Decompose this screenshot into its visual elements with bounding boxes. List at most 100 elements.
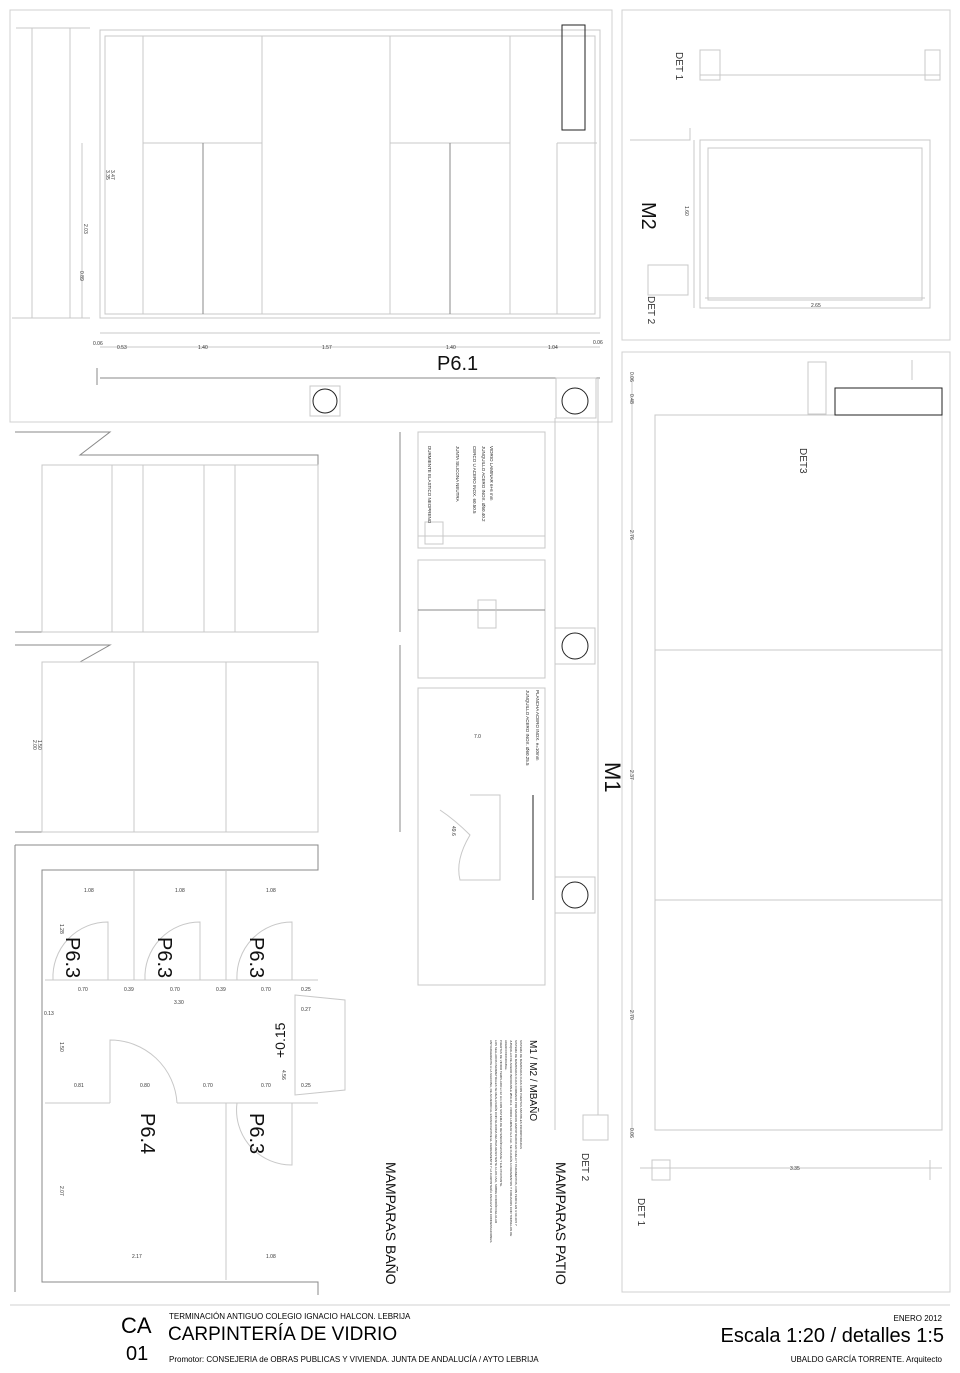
column-icons <box>309 377 597 419</box>
detail-dim-a: 7.0 <box>474 734 481 740</box>
m1-height-1: 0.48 <box>628 394 634 404</box>
svg-text:JUNQUILLO ACERO INOX. Ø50.40.2: JUNQUILLO ACERO INOX. Ø50.40.2 <box>481 446 486 522</box>
m2-label: M2 <box>637 202 659 230</box>
m2-det2: DET 2 <box>645 296 656 325</box>
svg-text:JUNQUILLO DE ACERO INOXIDABLE: JUNQUILLO DE ACERO INOXIDABLE Ø50.40.2. … <box>509 1040 513 1236</box>
m1-det2: DET 2 <box>579 1153 590 1182</box>
bano-top-dim-2: 1.08 <box>266 888 276 894</box>
bano-side-dim: 0.27 <box>301 1007 311 1013</box>
bano-elev-dim-0: 2.00 <box>31 740 37 750</box>
bano-row1-dim: 0.39 <box>216 987 226 993</box>
svg-text:DURMIENTE ELASTICO NEOPRENO: DURMIENTE ELASTICO NEOPRENO <box>427 446 432 524</box>
svg-text:CERCO U ACERO INOX. 60.50.5: CERCO U ACERO INOX. 60.50.5 <box>472 446 477 514</box>
promoter: Promotor: CONSEJERIA de OBRAS PUBLICAS Y… <box>169 1355 539 1364</box>
author: UBALDO GARCÍA TORRENTE. Arquitecto <box>790 1355 942 1364</box>
m1-plan <box>554 378 609 1141</box>
bano-row1-dim: 0.70 <box>170 987 180 993</box>
bano-elevations <box>15 431 401 833</box>
p61-dim-0: 0.06 <box>93 341 103 347</box>
bano-row2-dim: 0.70 <box>203 1083 213 1089</box>
bano-side-dim: 1.50 <box>58 1042 64 1052</box>
svg-text:PLANCHA ACERO INOX. e=10mm: PLANCHA ACERO INOX. e=10mm <box>535 690 540 761</box>
p61-height-1: 3.47 <box>109 170 115 180</box>
date: ENERO 2012 <box>893 1314 942 1323</box>
detail-boxes <box>417 431 546 986</box>
spec-title: M1 / M2 / MBAÑO <box>527 1040 540 1121</box>
m1-height-0: 0.06 <box>628 372 634 382</box>
svg-text:LOS SELLADOS PERIMETRALES SE R: LOS SELLADOS PERIMETRALES SE REALIZARÁN … <box>494 1040 499 1224</box>
detail-dim-b: 49.6 <box>450 826 456 836</box>
svg-text:ANTIADHERENTE A LA SILICONA, D: ANTIADHERENTE A LA SILICONA, DE ACUERDO … <box>489 1040 493 1243</box>
svg-text:ACERO INOXIDABLE.: ACERO INOXIDABLE. <box>504 1040 508 1071</box>
floor-level: +0.15 <box>272 1022 288 1058</box>
spec-block: M1 / M2 / MBAÑO SISTEMA DE MAMPARAS FIJA… <box>489 1040 540 1243</box>
bano-row2-dim: 0.70 <box>261 1083 271 1089</box>
door-p63-3: P6.3 <box>245 937 267 978</box>
m1-height-4: 2.70 <box>628 1010 634 1020</box>
p61-dim-2: 1.40 <box>198 345 208 351</box>
bano-side-dim: 2.07 <box>58 1186 64 1196</box>
sheet-number: 01 <box>126 1343 149 1365</box>
door-p63-1: P6.3 <box>61 937 83 978</box>
bano-bottom-dim: 1.08 <box>266 1254 276 1260</box>
bano-side-dim: 1.28 <box>58 924 64 934</box>
p61-dim-1: 0.53 <box>117 345 127 351</box>
p61-label: P6.1 <box>437 353 478 375</box>
bano-side-dim: 4.56 <box>280 1070 286 1080</box>
m1-height-5: 0.06 <box>628 1128 634 1138</box>
m1-label: M1 <box>600 762 625 793</box>
m2-height: 1.60 <box>683 206 689 216</box>
bano-row2-dim: 0.25 <box>301 1083 311 1089</box>
project-name: TERMINACIÓN ANTIGUO COLEGIO IGNACIO HALC… <box>169 1312 411 1321</box>
m1-det1: DET 1 <box>635 1198 646 1227</box>
m1-height-2: 2.76 <box>628 530 634 540</box>
bano-elev-dim-1: 1.50 <box>36 740 42 750</box>
svg-text:JUNTA SILICONA NEUTRA: JUNTA SILICONA NEUTRA <box>455 446 460 502</box>
svg-text:VIDRIO LAMINAR 6+6 mm: VIDRIO LAMINAR 6+6 mm <box>489 446 494 501</box>
p61-dim-3: 1.57 <box>322 345 332 351</box>
panel-frames <box>9 9 951 1306</box>
bano-row1-dim: 0.39 <box>124 987 134 993</box>
detail-notes-a: VIDRIO LAMINAR 6+6 mm JUNQUILLO ACERO IN… <box>427 446 494 524</box>
drawing-title: CARPINTERÍA DE VIDRIO <box>168 1324 398 1345</box>
m1-height-3: 2.37 <box>628 770 634 780</box>
mamparas-patio-title: MAMPARAS PATIO <box>553 1162 569 1285</box>
bano-bottom-dim: 2.17 <box>132 1254 142 1260</box>
bano-row2-dim: 0.80 <box>140 1083 150 1089</box>
mamparas-bano-title: MAMPARAS BAÑO <box>383 1162 399 1285</box>
p61-height-2: 2.03 <box>82 224 88 234</box>
bano-row1-dim: 0.70 <box>78 987 88 993</box>
m1-elevation <box>631 360 943 1181</box>
p61-height-0: 3.35 <box>104 170 110 180</box>
svg-text:SISTEMA DE MAMPARAS FIJAS CON: SISTEMA DE MAMPARAS FIJAS CON PUERTAS AB… <box>519 1040 523 1149</box>
bano-plan <box>14 844 346 1295</box>
p61-height-3: 0.89 <box>78 271 84 281</box>
bano-row1-dim: 0.25 <box>301 987 311 993</box>
m2-width: 2.65 <box>811 303 821 309</box>
p61-dim-6: 0.06 <box>593 340 603 346</box>
svg-text:SISTEMA DE MAMPARAS FIJAS FORM: SISTEMA DE MAMPARAS FIJAS FORMADO POR MA… <box>514 1040 518 1226</box>
sheet-code: CA <box>121 1313 152 1338</box>
m2-det1: DET 1 <box>673 52 684 81</box>
scale: Escala 1:20 / detalles 1:5 <box>720 1325 944 1347</box>
m1-width: 3.35 <box>790 1166 800 1172</box>
svg-text:JUNQUILLO ACERO INOX. Ø60.25.5: JUNQUILLO ACERO INOX. Ø60.25.5 <box>525 690 530 766</box>
door-p63-2: P6.3 <box>153 937 175 978</box>
p61-elevation <box>12 24 601 385</box>
door-p64: P6.4 <box>136 1113 158 1154</box>
m1-det3: DET3 <box>797 448 808 474</box>
bano-total-dim: 3.30 <box>174 1000 184 1006</box>
p61-dim-4: 1.40 <box>446 345 456 351</box>
bano-side-dim: 0.13 <box>44 1011 54 1017</box>
bano-top-dim-1: 1.08 <box>175 888 185 894</box>
p61-dim-5: 1.04 <box>548 345 558 351</box>
svg-text:PUERTAS DE VIDRIO TEMPLADO e=1: PUERTAS DE VIDRIO TEMPLADO e=12 mm CON S… <box>499 1040 504 1187</box>
detail-notes-b: PLANCHA ACERO INOX. e=10mm JUNQUILLO ACE… <box>525 690 540 766</box>
door-p63-4: P6.3 <box>245 1113 267 1154</box>
bano-row1-dim: 0.70 <box>261 987 271 993</box>
bano-top-dim-0: 1.08 <box>84 888 94 894</box>
m2-drawing <box>630 49 941 309</box>
bano-row2-dim: 0.81 <box>74 1083 84 1089</box>
